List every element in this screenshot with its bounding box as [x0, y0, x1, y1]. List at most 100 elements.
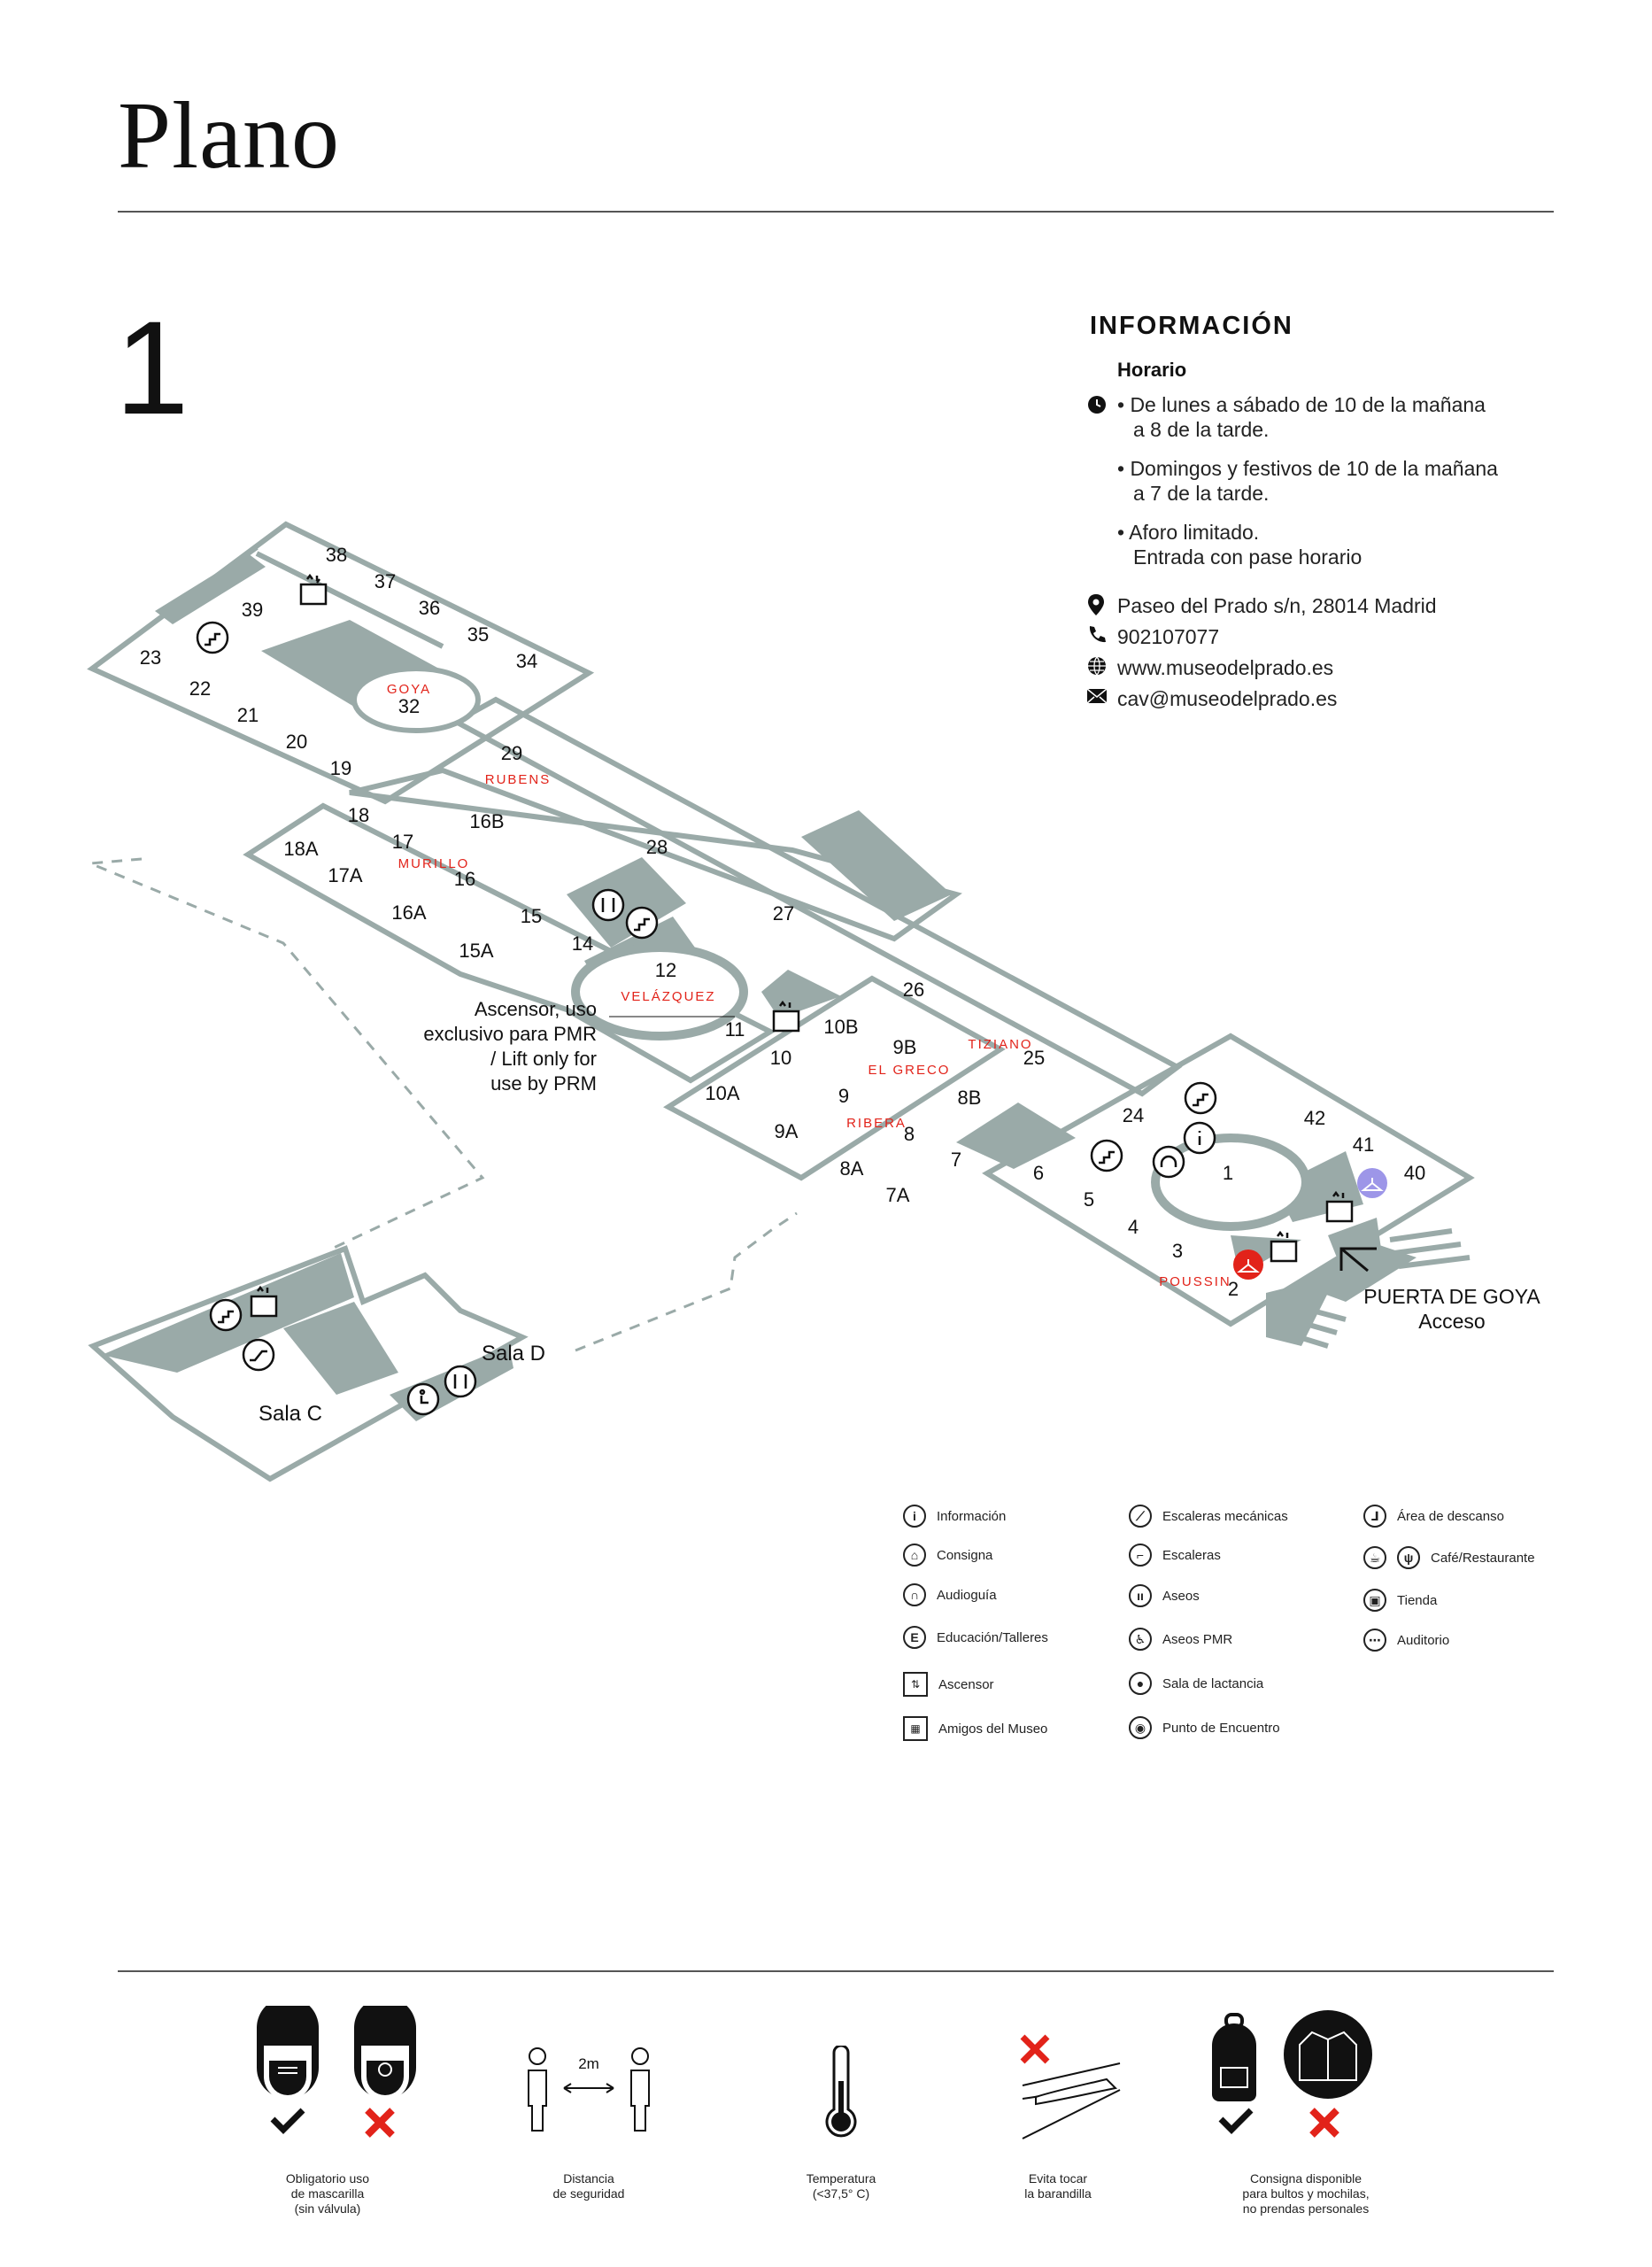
meeting-point-icon: ◉ — [1129, 1716, 1152, 1739]
room-38: 38 — [326, 544, 347, 566]
legend-rest-area: ⅃Área de descanso — [1363, 1497, 1567, 1536]
ribera-block-outline — [663, 975, 1006, 1181]
legend-accessible-toilets: ♿Aseos PMR — [1129, 1617, 1341, 1661]
mail-icon — [1086, 688, 1108, 704]
room-26: 26 — [903, 979, 924, 1001]
auditorium-icon: ⋯ — [1363, 1629, 1386, 1652]
stairs-icon — [1184, 1081, 1217, 1115]
murillo-block-outline — [243, 802, 776, 1084]
address: Paseo del Prado s/n, 28014 Madrid — [1117, 594, 1437, 617]
stairs-icon — [625, 906, 659, 940]
room-8: 8 — [904, 1123, 915, 1145]
phone: 902107077 — [1117, 625, 1220, 648]
toilets-icon — [444, 1365, 477, 1398]
room-16a: 16A — [391, 901, 426, 924]
escalator-icon — [242, 1338, 275, 1372]
schedule-weekdays: • De lunes a sábado de 10 de la mañana a… — [1117, 393, 1486, 441]
room-25: 25 — [1023, 1047, 1045, 1069]
room-5: 5 — [1084, 1188, 1094, 1211]
legend-nursing-room: ●Sala de lactancia — [1129, 1661, 1341, 1706]
handrail-icon — [1020, 2034, 1121, 2139]
stairs-icon: ⌐ — [1129, 1544, 1152, 1567]
room-15a: 15A — [459, 940, 493, 962]
room-17: 17 — [392, 831, 413, 853]
room-36: 36 — [419, 597, 440, 619]
website-link[interactable]: www.museodelprado.es — [1117, 656, 1334, 679]
lift-note-line-3: / Lift only for — [490, 1048, 597, 1070]
education-icon: E — [903, 1626, 926, 1649]
cloakroom-icon — [1233, 1250, 1263, 1280]
audioguide-icon: ∩ — [903, 1583, 926, 1606]
lift-note-line-4: use by PRM — [490, 1072, 597, 1095]
globe-icon — [1088, 656, 1106, 676]
stairs-icon — [196, 621, 229, 654]
velazquez-rotunda — [571, 943, 748, 1041]
room-19: 19 — [330, 757, 351, 779]
room-28: 28 — [646, 836, 668, 858]
entrance-label: PUERTA DE GOYA — [1363, 1285, 1540, 1308]
schedule-capacity: • Aforo limitado. Entrada con pase horar… — [1117, 521, 1363, 569]
toilets-icon — [591, 888, 625, 922]
grey-block-27 — [801, 810, 952, 921]
escalator-icon: ⟋ — [1129, 1505, 1152, 1528]
restaurant-icon: ψ — [1397, 1546, 1420, 1569]
accessible-toilet-icon: ♿ — [1129, 1628, 1152, 1651]
legend-cloakroom: ⌂Consigna — [903, 1536, 1115, 1575]
clock-icon — [1088, 396, 1106, 414]
lift-note-line-1: Ascensor, uso — [475, 998, 597, 1020]
audioguide-icon — [1152, 1145, 1185, 1179]
thermometer-icon — [825, 2046, 857, 2138]
cloakroom-policy-icons — [1212, 2010, 1372, 2138]
accessible-toilet-icon — [406, 1382, 440, 1416]
room-7: 7 — [951, 1149, 961, 1171]
legend-auditorium: ⋯Auditorio — [1363, 1621, 1567, 1660]
valve-mask-icon — [354, 2006, 416, 2101]
room-42: 42 — [1304, 1107, 1325, 1129]
legend-shop: ▣Tienda — [1363, 1580, 1567, 1621]
jacket-icon — [1284, 2010, 1372, 2099]
shop-icon: ▣ — [1363, 1589, 1386, 1612]
room-15: 15 — [521, 905, 542, 927]
face-mask-icon — [257, 2006, 319, 2101]
goya-rotunda — [351, 666, 481, 733]
room-29: 29 — [501, 742, 522, 764]
schedule-sundays: • Domingos y festivos de 10 de la mañana… — [1117, 457, 1498, 505]
room-3: 3 — [1172, 1240, 1183, 1262]
central-gallery-outline — [349, 767, 962, 942]
check-icon — [270, 2108, 305, 2134]
stairs-icon — [1090, 1139, 1123, 1172]
room-41: 41 — [1353, 1134, 1374, 1156]
room-14: 14 — [572, 932, 593, 955]
room-40: 40 — [1404, 1162, 1425, 1184]
lift-note-line-2: exclusivo para PMR — [423, 1023, 597, 1045]
cloakroom-icon — [1357, 1168, 1387, 1198]
artist-velazquez: VELÁZQUEZ — [621, 989, 715, 1004]
rest-area-icon: ⅃ — [1363, 1505, 1386, 1528]
elevator-icon — [250, 1285, 278, 1318]
elevator-icon — [299, 573, 328, 606]
artist-rubens: RUBENS — [485, 772, 552, 787]
elevator-icon — [772, 1000, 800, 1033]
east-block-outline — [982, 1033, 1475, 1327]
legend-audioguide: ∩Audioguía — [903, 1575, 1115, 1615]
room-23: 23 — [140, 646, 161, 669]
artist-poussin: POUSSIN — [1159, 1274, 1231, 1289]
room-27: 27 — [773, 902, 794, 925]
entrance-sub-label: Acceso — [1418, 1310, 1485, 1333]
entrance-arrow-icon — [1339, 1247, 1377, 1273]
info-icon: i — [903, 1505, 926, 1528]
cafe-icon: ☕ — [1363, 1546, 1386, 1569]
email-link[interactable]: cav@museodelprado.es — [1117, 687, 1338, 710]
room-10b: 10B — [823, 1016, 858, 1038]
room-39: 39 — [242, 599, 263, 621]
room-1: 1 — [1223, 1162, 1233, 1184]
header-divider — [118, 211, 1554, 213]
room-20: 20 — [286, 731, 307, 753]
sala-c-label: Sala C — [259, 1402, 322, 1426]
